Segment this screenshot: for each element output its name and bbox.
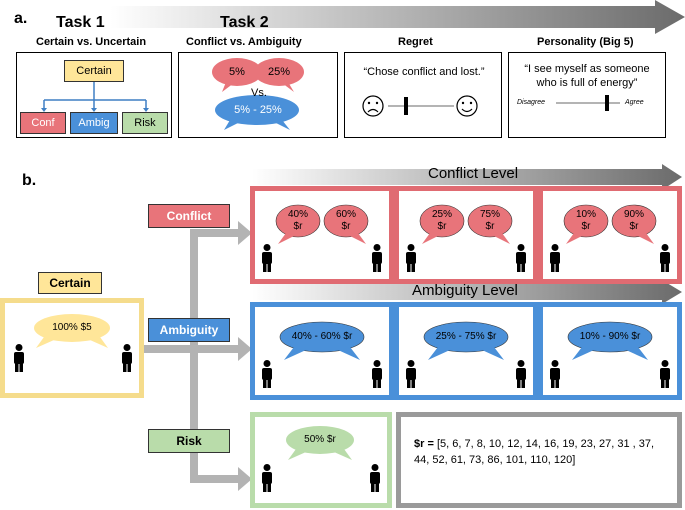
person-icon (262, 360, 272, 388)
conflict-scene-3 (550, 204, 670, 272)
person-icon (516, 244, 526, 272)
regret-box (344, 52, 502, 138)
conflict-level-label: Conflict Level (428, 165, 519, 182)
task2-bubble-25: 25% (267, 66, 291, 78)
person-icon (14, 344, 24, 372)
person-icon (372, 360, 382, 388)
conflict-left-reward: $r (581, 221, 591, 232)
personality-quote-line1: “I see myself as someone (524, 63, 650, 75)
conflict-bubble-right-1: 60%$r (326, 209, 366, 233)
person-icon (550, 244, 560, 272)
ambiguity-scene-3 (550, 321, 670, 388)
person-icon (406, 360, 416, 388)
task-progress-arrow (110, 0, 685, 34)
conflict-right-reward: $r (485, 221, 495, 232)
panel-b-label: b. (22, 172, 37, 189)
ambiguity-box-1 (250, 302, 394, 400)
task1-risk-box: Risk (122, 112, 168, 134)
r-label: $r = (414, 438, 434, 450)
conflict-scene-1 (262, 204, 382, 272)
ambiguity-box-3 (538, 302, 682, 400)
sad-face-icon (362, 95, 384, 117)
ambiguity-scene-2 (406, 321, 526, 388)
person-icon (550, 360, 560, 388)
conflict-left-prob: 25% (431, 209, 452, 220)
task1-title: Task 1 (56, 14, 105, 31)
personality-title: Personality (Big 5) (537, 36, 634, 48)
conflict-right-reward: $r (341, 221, 351, 232)
r-values-box (396, 412, 682, 508)
agree-label: Agree (625, 99, 644, 106)
task1-ambig-box: Ambig (70, 112, 118, 134)
person-icon (262, 464, 272, 492)
person-icon (516, 360, 526, 388)
disagree-label: Disagree (517, 99, 546, 106)
task2-subtitle: Conflict vs. Ambiguity (186, 36, 302, 48)
task1-conf-box: Conf (20, 112, 66, 134)
task1-certain-box: Certain (64, 60, 124, 82)
r-values-line1: $r = [5, 6, 7, 8, 10, 12, 14, 16, 19, 23… (414, 436, 674, 452)
conflict-left-prob: 40% (287, 209, 308, 220)
conflict-box-3 (538, 186, 682, 284)
ambiguity-level-arrow (252, 280, 682, 304)
certain-label: Certain (38, 272, 102, 294)
risk-scene (262, 426, 380, 492)
ambiguity-scene-1 (262, 321, 382, 388)
personality-box (508, 52, 666, 138)
ambiguity-bubble-text-3: 10% - 90% $r (579, 331, 641, 342)
person-icon (370, 464, 380, 492)
conflict-right-prob: 60% (335, 209, 356, 220)
conflict-left-prob: 10% (575, 209, 596, 220)
person-icon (660, 244, 670, 272)
risk-bubble-text: 50% $r (304, 434, 336, 445)
conflict-box-2 (394, 186, 538, 284)
conflict-scene-2 (406, 204, 526, 272)
person-icon (660, 360, 670, 388)
personality-quote-line2: who is full of energy” (536, 77, 638, 89)
conflict-bubble-right-3: 90%$r (614, 209, 654, 233)
person-icon (262, 244, 272, 272)
conflict-level-arrow (252, 164, 682, 190)
task2-bubbles (212, 58, 304, 130)
person-icon (372, 244, 382, 272)
happy-face-icon (456, 95, 478, 117)
risk-label: Risk (148, 429, 230, 453)
panel-a-label: a. (14, 10, 28, 27)
conflict-box-1 (250, 186, 394, 284)
ambiguity-bubble-text-2: 25% - 75% $r (435, 331, 497, 342)
ambiguity-level-label: Ambiguity Level (412, 282, 518, 299)
conflict-bubble-left-2: 25%$r (422, 209, 462, 233)
ambiguity-bubble-text-1: 40% - 60% $r (291, 331, 353, 342)
conflict-right-reward: $r (629, 221, 639, 232)
conflict-bubble-left-1: 40%$r (278, 209, 318, 233)
personality-slider (556, 95, 620, 111)
regret-title: Regret (398, 36, 433, 48)
risk-box (250, 412, 392, 508)
regret-quote: “Chose conflict and lost.” (363, 66, 485, 78)
conflict-left-reward: $r (437, 221, 447, 232)
regret-slider (362, 95, 478, 117)
conflict-left-reward: $r (293, 221, 303, 232)
conflict-label: Conflict (148, 204, 230, 228)
person-icon (406, 244, 416, 272)
r-values-text1: [5, 6, 7, 8, 10, 12, 14, 16, 19, 23, 27,… (433, 438, 655, 450)
conflict-right-prob: 90% (623, 209, 644, 220)
certain-bubble-text: 100% $5 (52, 322, 92, 333)
certain-scene (14, 314, 132, 372)
branch-arrows (140, 221, 252, 491)
conflict-bubble-right-2: 75%$r (470, 209, 510, 233)
task2-bubble-5: 5% (229, 66, 245, 78)
person-icon (122, 344, 132, 372)
conflict-right-prob: 75% (479, 209, 500, 220)
task2-vs: Vs. (251, 87, 267, 99)
ambiguity-label: Ambiguity (148, 318, 230, 342)
task2-bubble-range: 5% - 25% (234, 104, 282, 116)
conflict-bubble-left-3: 10%$r (566, 209, 606, 233)
r-values-text2: 44, 52, 61, 73, 86, 101, 110, 120] (414, 454, 576, 466)
task2-title: Task 2 (220, 14, 269, 31)
task1-subtitle: Certain vs. Uncertain (36, 36, 147, 48)
